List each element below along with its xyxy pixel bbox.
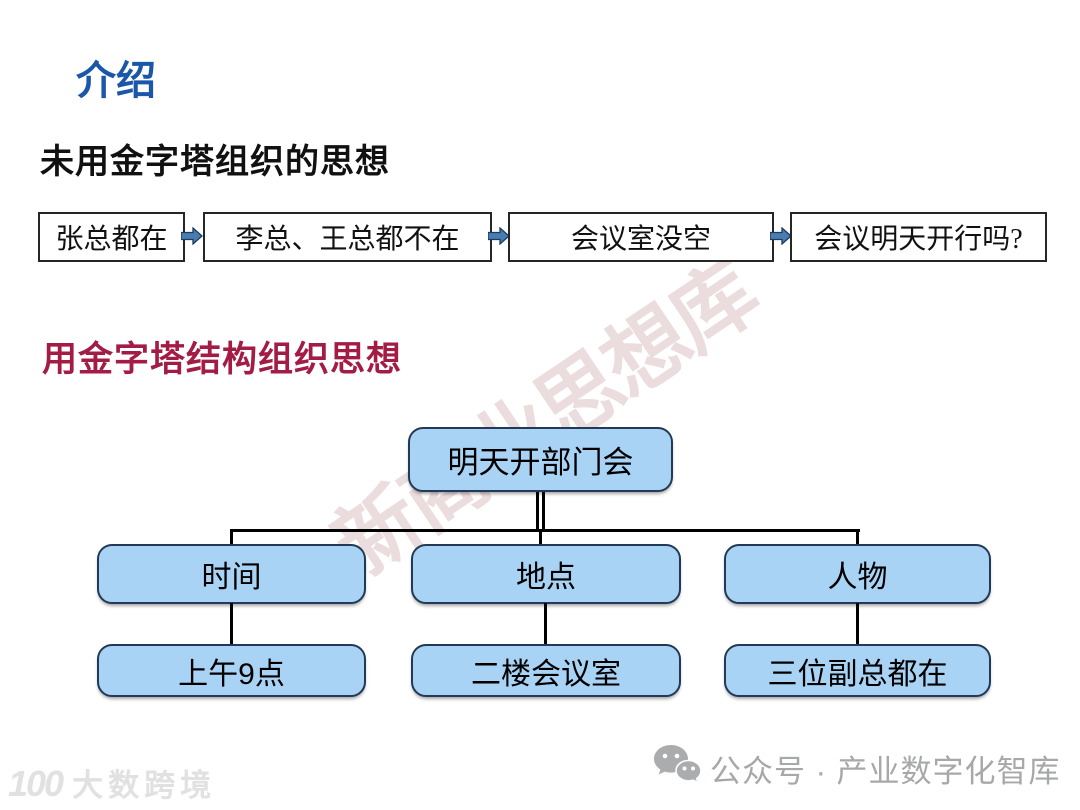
pyramid-detail-people: 三位副总都在: [724, 644, 991, 697]
flow-box-3: 会议室没空: [508, 212, 774, 262]
heading-no-pyramid: 未用金字塔组织的思想: [40, 144, 390, 181]
logo-100-icon: 100: [8, 763, 64, 804]
flow-box-2: 李总、王总都不在: [203, 212, 492, 262]
pyramid-branch-time: 时间: [97, 544, 366, 604]
site-logo: 100 大数跨境: [8, 760, 216, 805]
pyramid-detail-time: 上午9点: [97, 644, 366, 697]
connector-drop-right: [856, 531, 859, 545]
pyramid-branch-place: 地点: [411, 544, 681, 604]
logo-text: 大数跨境: [72, 768, 217, 803]
right-arrow-icon: [770, 227, 792, 245]
flow-box-1: 张总都在: [38, 212, 185, 262]
connector-horizontal-line: [230, 529, 860, 532]
pyramid-branch-people: 人物: [724, 544, 991, 604]
connector-vertical-right: [856, 603, 859, 645]
connector-drop-center: [539, 531, 542, 545]
pyramid-detail-place: 二楼会议室: [411, 644, 681, 697]
connector-double-line: [536, 492, 545, 531]
connector-vertical-center: [544, 603, 547, 645]
right-arrow-icon: [488, 227, 510, 245]
flow-box-4: 会议明天开行吗?: [790, 212, 1047, 262]
wechat-account-label: 公众号 · 产业数字化智库: [710, 754, 1061, 789]
heading-pyramid: 用金字塔结构组织思想: [42, 340, 403, 379]
section-title: 介绍: [76, 59, 156, 103]
right-arrow-icon: [181, 227, 203, 245]
pyramid-root-node: 明天开部门会: [408, 427, 673, 492]
wechat-icon: [654, 745, 702, 785]
connector-drop-left: [230, 531, 233, 545]
connector-vertical-left: [230, 603, 233, 645]
